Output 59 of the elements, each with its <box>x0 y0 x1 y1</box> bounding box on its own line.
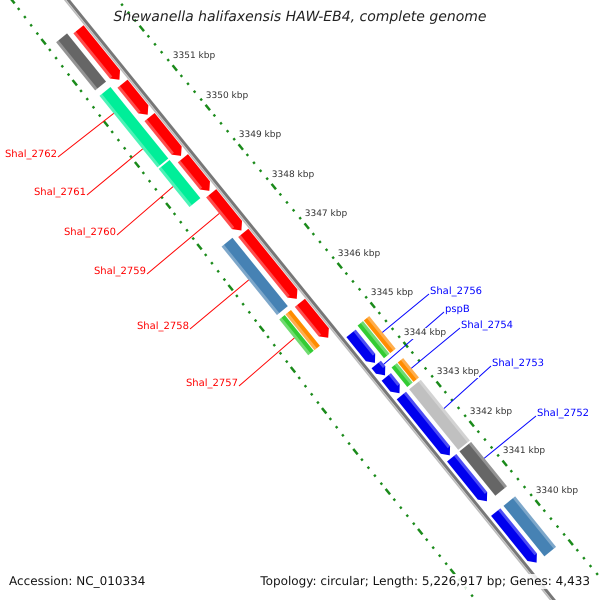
genome-summary-text: Topology: circular; Length: 5,226,917 bp; Genes: 4,433 <box>260 574 590 589</box>
leader-line <box>410 328 460 369</box>
gene-label: Shal_2757 <box>186 378 238 390</box>
scale-label: 3345 kbp <box>370 288 414 300</box>
scale-label: 3348 kbp <box>272 170 314 181</box>
gene-block <box>382 373 400 394</box>
gene-bar <box>409 380 470 450</box>
scale-label: 3346 kbp <box>338 248 380 260</box>
gene-block <box>206 189 242 231</box>
title: Shewanella halifaxensis HAW-EB4, complete genome <box>112 9 488 25</box>
gene-label: Shal_2752 <box>537 408 590 420</box>
scale-label: 3343 kbp <box>436 367 480 378</box>
leader-line <box>238 338 295 386</box>
scale-label: 3351 kbp <box>172 50 216 62</box>
gene-bar <box>222 238 288 315</box>
scale-label: 3349 kbp <box>238 130 282 142</box>
scale-label: 3342 kbp <box>470 406 512 418</box>
gene-bar <box>279 315 314 356</box>
gene-label: Shal_2756 <box>430 286 482 298</box>
gene-bar <box>158 160 200 207</box>
gene-block <box>396 392 450 456</box>
gene-block <box>117 80 148 115</box>
leader-line <box>58 112 114 158</box>
leader-line <box>116 186 174 236</box>
accession-text: Accession: NC_010334 <box>9 574 146 589</box>
scale-label: 3341 kbp <box>502 446 546 458</box>
gene-block <box>346 330 376 363</box>
scale-label: 3350 kbp <box>206 90 248 102</box>
gene-label: Shal_2762 <box>4 149 57 161</box>
leader-line <box>443 366 492 409</box>
gene-bar <box>100 87 168 168</box>
gene-label: pspB <box>445 304 470 316</box>
gene-block <box>178 154 210 191</box>
gene-block <box>144 113 182 156</box>
gene-label: Shal_2759 <box>94 266 146 278</box>
gene-bar <box>398 358 419 382</box>
leader-line <box>484 416 536 459</box>
leader-line <box>86 148 144 196</box>
gene-label: Shal_2754 <box>461 320 514 332</box>
leader-line <box>146 212 220 274</box>
gene-label: Shal_2753 <box>492 358 544 370</box>
gene-block <box>491 508 537 563</box>
scale-label: 3340 kbp <box>536 486 578 497</box>
gene-bar <box>56 33 106 90</box>
gene-bar <box>392 363 413 387</box>
gene-block <box>294 298 329 338</box>
leader-line <box>382 294 430 333</box>
gene-block <box>238 228 298 299</box>
gene-bar <box>286 310 320 350</box>
gene-block <box>447 454 488 502</box>
gene-label: Shal_2760 <box>64 227 116 239</box>
scale-label: 3347 kbp <box>304 209 348 220</box>
gene-label: Shal_2758 <box>136 321 189 333</box>
gene-label: Shal_2761 <box>34 187 86 199</box>
leader-line <box>190 280 250 330</box>
gene-block <box>73 25 120 80</box>
scale-label: 3344 kbp <box>404 328 446 339</box>
gene-block <box>372 360 386 376</box>
gene-bar <box>504 496 556 556</box>
